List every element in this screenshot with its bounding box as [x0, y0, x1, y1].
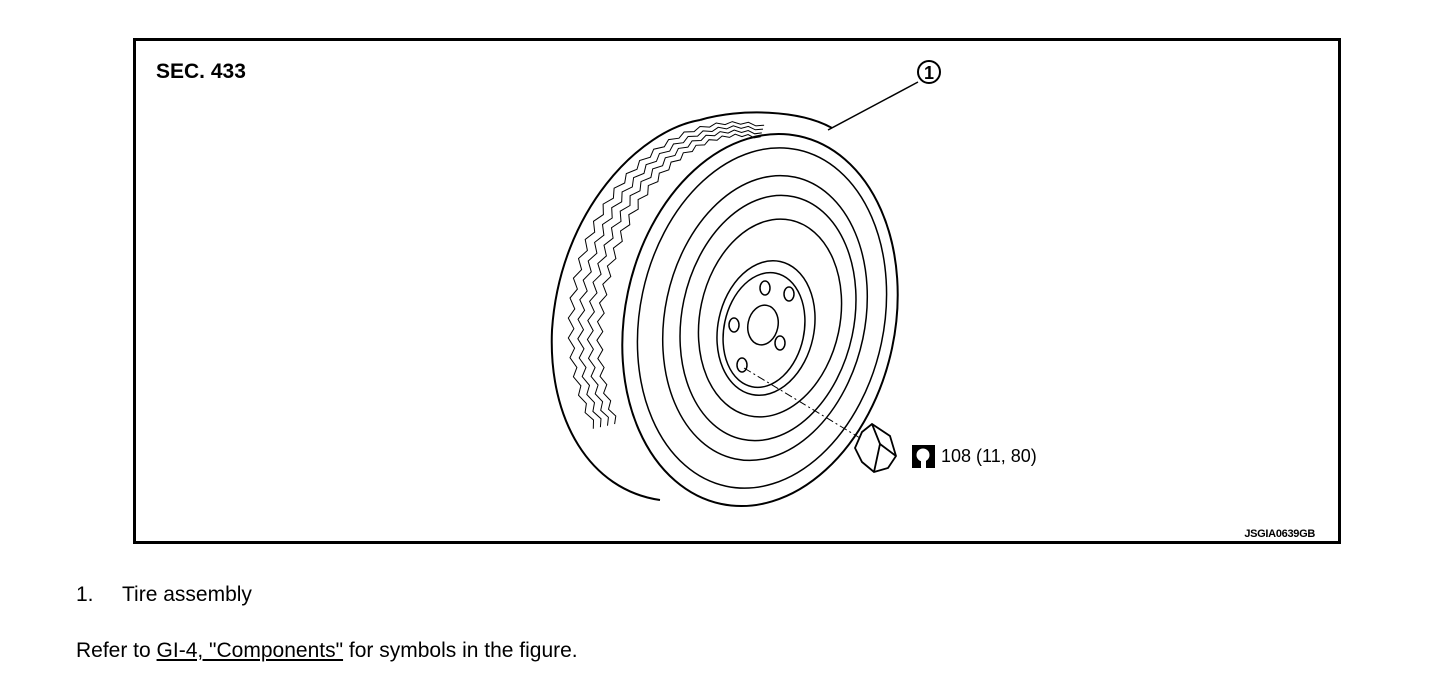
torque-value: 108 (11, 80) — [941, 446, 1037, 466]
tightening-torque-icon — [912, 445, 935, 468]
tire-tread-pattern — [567, 121, 765, 429]
callout-number: 1 — [924, 63, 934, 83]
bolt-hole — [728, 317, 740, 333]
rim-outer-ring — [661, 174, 869, 462]
legend-item: 1. Tire assembly — [76, 583, 252, 607]
reference-line: Refer to GI-4, "Components" for symbols … — [76, 639, 578, 663]
tread-zigzag-band — [586, 129, 762, 426]
center-bore — [746, 304, 780, 346]
tire-sidewall-ring — [636, 147, 888, 489]
hub-plate — [716, 259, 816, 397]
legend-label: Tire assembly — [122, 583, 252, 606]
figure-frame — [133, 38, 1341, 544]
tire-top-edge — [699, 111, 833, 129]
rim-ring-3 — [697, 218, 843, 418]
tire-outer-edge — [621, 132, 899, 508]
components-reference-link[interactable]: GI-4, "Components" — [156, 639, 344, 662]
bolt-hole — [736, 357, 748, 373]
reference-prefix: Refer to — [76, 639, 157, 662]
figure-code: JSGIA0639GB — [1244, 528, 1315, 540]
tread-zigzag-band — [596, 133, 761, 425]
bolt-holes — [728, 280, 795, 373]
reference-suffix: for symbols in the figure. — [343, 639, 578, 662]
rim-ring-2 — [679, 194, 857, 442]
nut-centerline — [743, 367, 861, 439]
bolt-hole — [783, 286, 795, 302]
section-label: SEC. 433 — [156, 60, 246, 83]
legend-number: 1. — [76, 583, 94, 606]
hub-plate-inner — [722, 271, 806, 389]
tread-zigzag-band — [567, 121, 765, 429]
callout-leader-line — [827, 81, 919, 131]
bolt-hole — [774, 335, 786, 351]
wheel-nut-icon — [854, 422, 897, 473]
bolt-hole — [759, 280, 771, 296]
wheel-rim — [636, 147, 888, 489]
callout-circle — [917, 60, 941, 84]
tire-back-outline — [550, 119, 701, 501]
tread-zigzag-band — [577, 125, 764, 428]
tire-face — [621, 132, 899, 508]
